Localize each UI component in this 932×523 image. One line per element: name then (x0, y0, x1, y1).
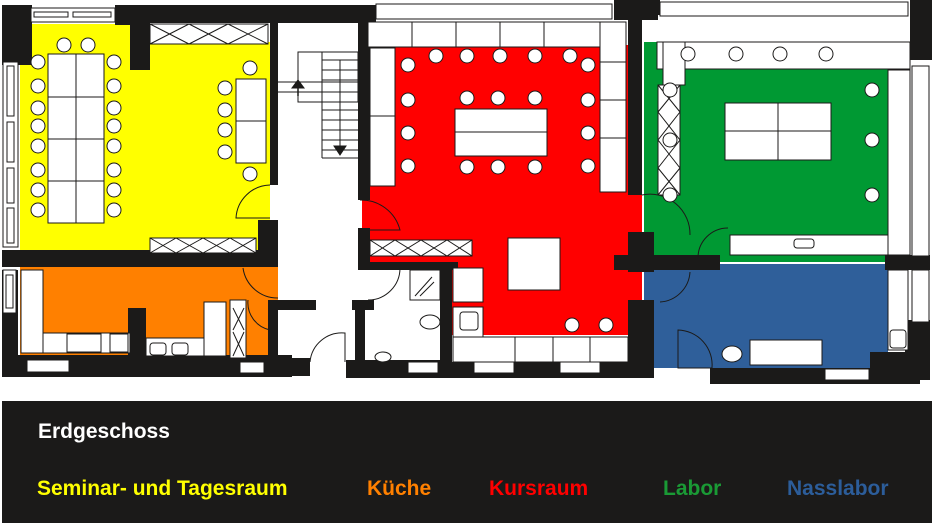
chair-icon (680, 46, 696, 62)
chair-icon (217, 102, 233, 118)
chair-icon (217, 80, 233, 96)
chair-icon (490, 90, 506, 106)
chair-icon (30, 54, 46, 70)
chair-icon (459, 159, 475, 175)
chair-icon (864, 187, 880, 203)
windows (2, 1, 930, 381)
chair-icon (459, 48, 475, 64)
cabinet-crosses (149, 23, 681, 357)
doors (235, 184, 729, 369)
chair-icon (818, 46, 834, 62)
chair-icon (728, 46, 744, 62)
chair-icon (106, 118, 122, 134)
chair-icon (106, 78, 122, 94)
chair-icon (459, 90, 475, 106)
chair-icon (580, 158, 596, 174)
chair-icon (30, 162, 46, 178)
chair-icon (580, 125, 596, 141)
chairs (30, 37, 880, 333)
chair-icon (106, 202, 122, 218)
chair-icon (400, 92, 416, 108)
chair-icon (106, 54, 122, 70)
chair-icon (490, 159, 506, 175)
chair-icon (30, 100, 46, 116)
chair-icon (428, 48, 444, 64)
chair-icon (217, 144, 233, 160)
chair-icon (217, 122, 233, 138)
chair-icon (30, 78, 46, 94)
chair-icon (400, 158, 416, 174)
chair-icon (400, 125, 416, 141)
floor-plan (2, 0, 932, 384)
chair-icon (527, 159, 543, 175)
chair-icon (30, 202, 46, 218)
chair-icon (562, 48, 578, 64)
floor-title: Erdgeschoss (38, 420, 170, 443)
chair-icon (527, 90, 543, 106)
chair-icon (242, 166, 258, 182)
chair-icon (864, 132, 880, 148)
chair-icon (564, 317, 580, 333)
chair-icon (772, 46, 788, 62)
chair-icon (662, 132, 678, 148)
chair-icon (580, 57, 596, 73)
stair-arrows (291, 60, 347, 156)
chair-icon (56, 37, 72, 53)
chair-icon (80, 37, 96, 53)
chair-icon (106, 138, 122, 154)
chair-icon (30, 138, 46, 154)
chair-icon (30, 182, 46, 198)
legend-seminar: Seminar- und Tagesraum (37, 477, 288, 500)
legend-nasslabor: Nasslabor (787, 477, 889, 500)
chair-icon (106, 182, 122, 198)
chair-icon (400, 57, 416, 73)
chair-icon (492, 48, 508, 64)
chair-icon (662, 82, 678, 98)
chair-icon (527, 48, 543, 64)
chair-icon (598, 317, 614, 333)
chair-icon (864, 82, 880, 98)
chair-icon (242, 60, 258, 76)
room-nasslabor[interactable] (644, 264, 888, 368)
chair-icon (30, 118, 46, 134)
legend: Erdgeschoss Seminar- und Tagesraum Küche… (2, 401, 932, 523)
kurs-small-table (507, 237, 561, 291)
legend-kursraum: Kursraum (489, 477, 589, 500)
chair-icon (580, 92, 596, 108)
legend-kueche: Küche (367, 477, 432, 500)
chair-icon (106, 100, 122, 116)
legend-labor: Labor (663, 477, 722, 500)
chair-icon (662, 187, 678, 203)
chair-icon (106, 162, 122, 178)
